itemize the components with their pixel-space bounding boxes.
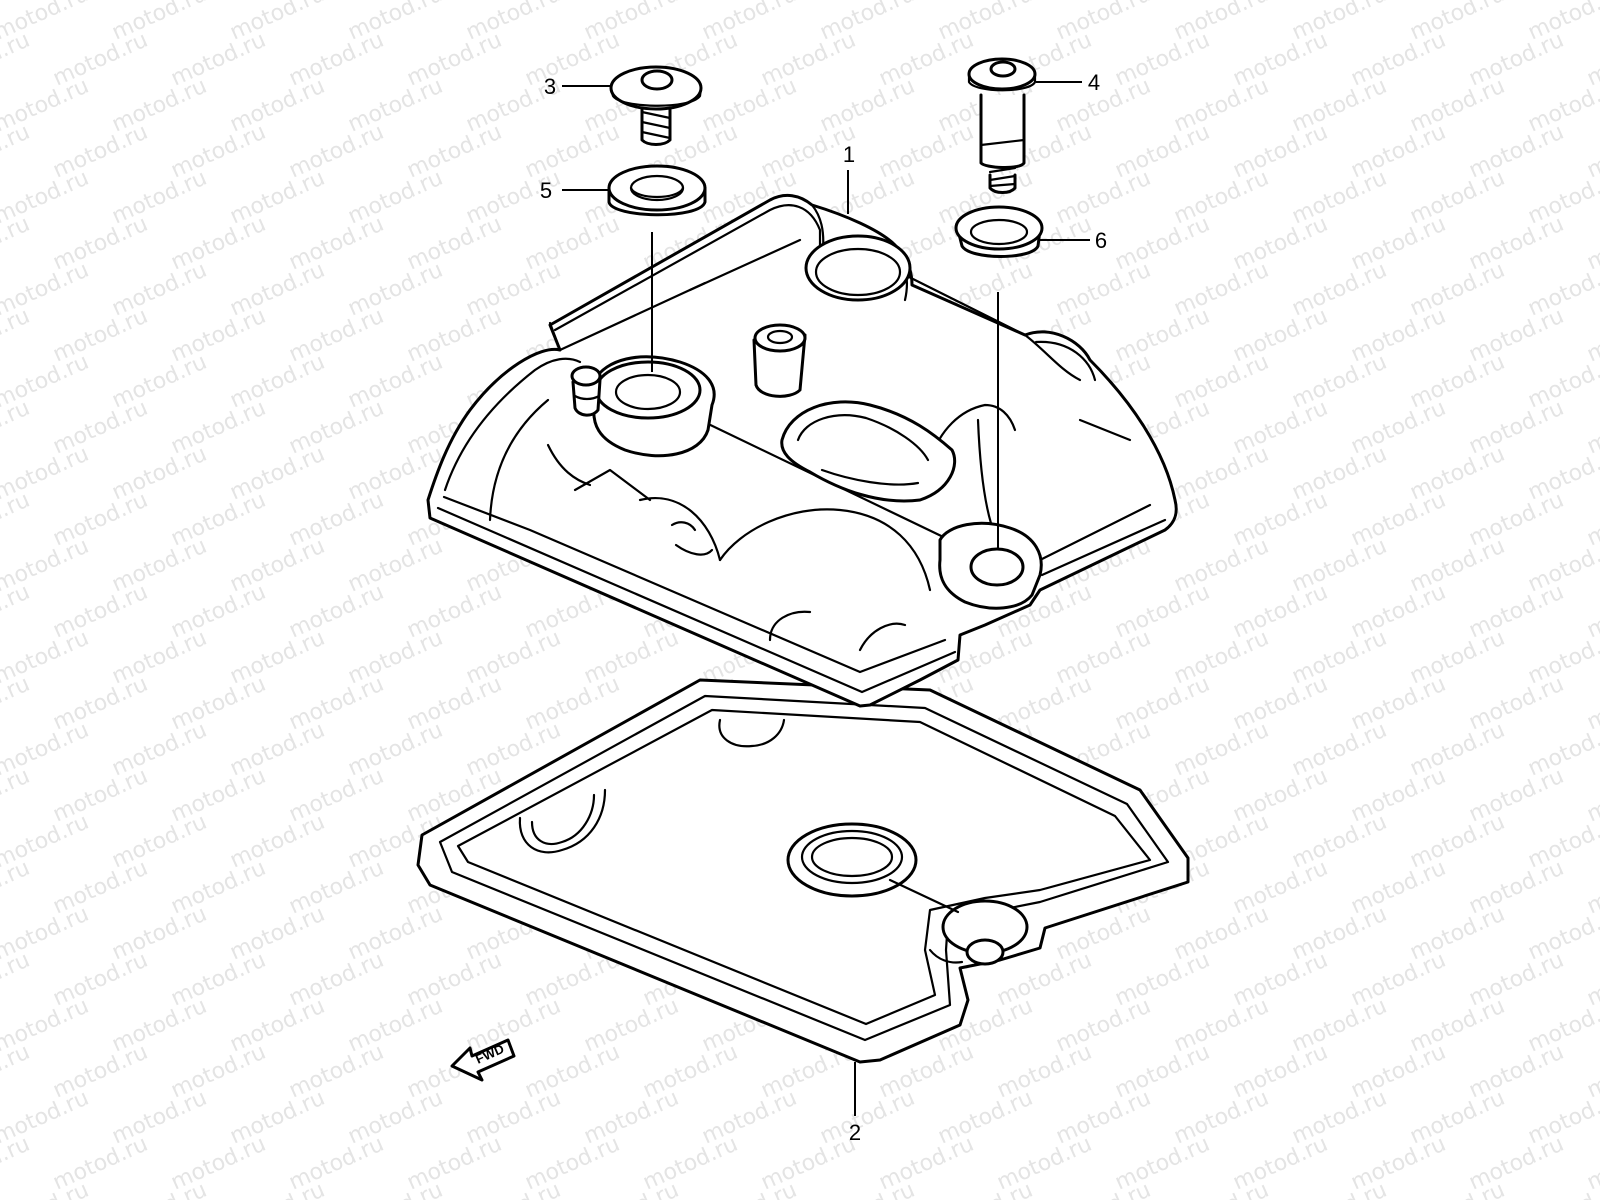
watermark-text: motod.ru: [0, 1178, 93, 1200]
watermark-text: motod.ru: [1524, 442, 1600, 506]
watermark-text: motod.ru: [0, 764, 34, 828]
watermark-text: motod.ru: [1524, 74, 1600, 138]
watermark-text: motod.ru: [1524, 810, 1600, 874]
watermark-text: motod.ru: [1524, 718, 1600, 782]
watermark-text: motod.ru: [0, 28, 34, 92]
watermark-text: motod.ru: [934, 1178, 1036, 1200]
watermark-text: motod.ru: [1524, 166, 1600, 230]
watermark-text: motod.ru: [1052, 1178, 1154, 1200]
watermark-text: motod.ru: [0, 580, 34, 644]
watermark-text: motod.ru: [0, 488, 34, 552]
cover-bolt: [609, 65, 703, 146]
watermark-text: motod.ru: [1288, 1178, 1390, 1200]
watermark-text: motod.ru: [1170, 1178, 1272, 1200]
callout-1: 1: [843, 142, 855, 167]
bolt-seal-washer: [607, 164, 707, 217]
watermark-text: motod.ru: [226, 1178, 328, 1200]
watermark-text: motod.ru: [1524, 902, 1600, 966]
cylinder-head-cover: [426, 193, 1178, 708]
cover-gasket: [416, 678, 1190, 1064]
watermark-text: motod.ru: [1524, 350, 1600, 414]
watermark-text: motod.ru: [0, 672, 34, 736]
assembly-guide-lines: [651, 232, 999, 548]
watermark-text: motod.ru: [816, 1178, 918, 1200]
watermark-text: motod.ru: [0, 856, 34, 920]
watermark-text: motod.ru: [1524, 534, 1600, 598]
watermark-text: motod.ru: [1524, 626, 1600, 690]
callout-leaders: [562, 81, 1090, 1116]
watermark-text: motod.ru: [1524, 994, 1600, 1058]
cover-bolt-long: [967, 57, 1037, 194]
watermark-text: motod.ru: [0, 948, 34, 1012]
watermark-text: motod.ru: [1524, 1086, 1600, 1150]
callout-5: 5: [540, 178, 552, 203]
watermark-text: motod.ru: [462, 1178, 564, 1200]
watermark-text: motod.ru: [1524, 258, 1600, 322]
watermark-text: motod.ru: [344, 1178, 446, 1200]
callout-4: 4: [1088, 70, 1100, 95]
watermark-text: motod.ru: [1406, 1178, 1508, 1200]
forward-arrow-icon: FWD: [450, 1038, 516, 1082]
watermark-text: motod.ru: [0, 396, 34, 460]
watermark-text: motod.ru: [0, 304, 34, 368]
callout-2: 2: [849, 1120, 861, 1145]
watermark-text: motod.ru: [0, 1132, 34, 1196]
watermark-text: motod.ru: [580, 1178, 682, 1200]
watermark-text: motod.ru: [108, 1178, 210, 1200]
watermark-text: motod.ru: [0, 120, 34, 184]
rubber-grommet: [954, 205, 1044, 258]
watermark-text: motod.ru: [0, 212, 34, 276]
callout-6: 6: [1095, 228, 1107, 253]
watermark-text: motod.ru: [0, 1040, 34, 1104]
callout-3: 3: [544, 74, 556, 99]
watermark-text: motod.ru: [698, 1178, 800, 1200]
